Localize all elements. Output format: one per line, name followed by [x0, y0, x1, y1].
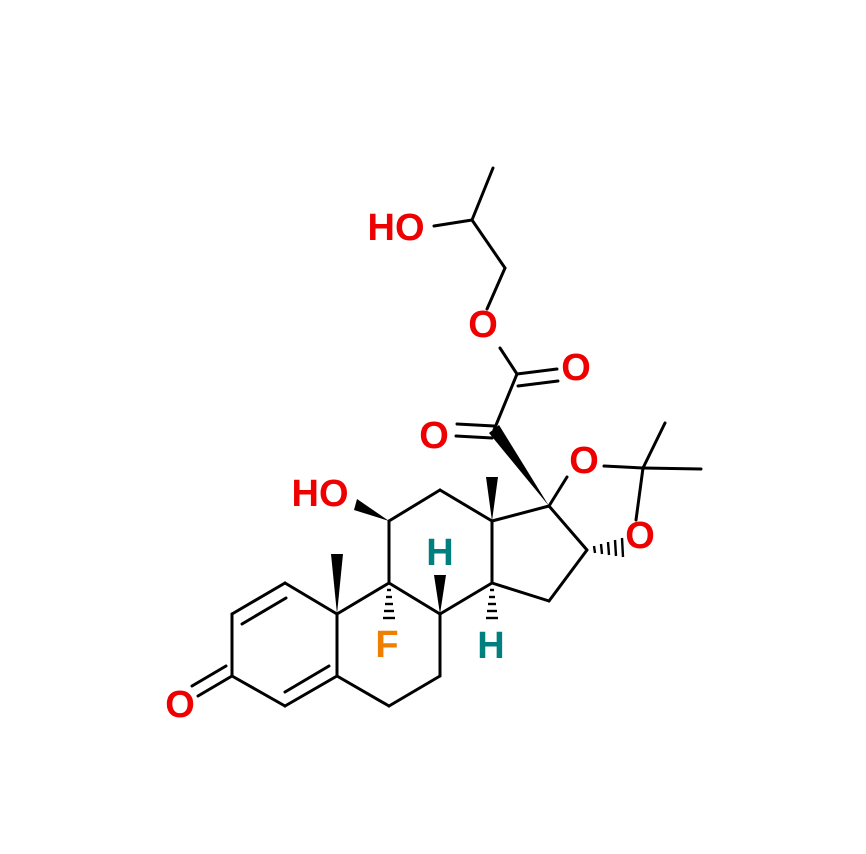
label-o-ester-carbonyl: O: [561, 347, 591, 389]
label-o-ester: O: [468, 304, 498, 346]
ring-d-bonds: [490, 504, 589, 603]
hash-c9-fluorine: [383, 588, 395, 620]
label-fluorine-9: F: [375, 624, 398, 666]
label-hydroxy-11: HO: [292, 473, 349, 515]
label-o-ketone-3: O: [165, 684, 195, 726]
label-hydroxy-side-chain: HO: [368, 207, 425, 249]
dioxolane-bonds: [547, 421, 703, 522]
hash-c14-hydrogen: [486, 588, 498, 620]
hash-c16-oxygen: [592, 537, 625, 558]
stereo-hashes: [383, 537, 625, 620]
wedge-c10-methyl: [331, 554, 343, 614]
wedge-c8-hydrogen: [434, 575, 446, 614]
wedge-c17-sidechain: [489, 425, 549, 506]
label-hydrogen-14: H: [477, 625, 504, 667]
wedge-c11-hydroxy: [354, 499, 389, 521]
atom-labels: O HO F H H O O O O O HO: [165, 207, 655, 726]
ring-b-bonds: [335, 581, 442, 708]
label-o-ring-17: O: [569, 440, 599, 482]
wedge-c13-methyl: [486, 477, 498, 521]
label-o-ring-16: O: [625, 515, 655, 557]
side-chain-bonds: [432, 166, 560, 440]
ring-c-bonds: [387, 488, 494, 616]
label-hydrogen-8: H: [426, 532, 453, 574]
label-o-ketone-20: O: [419, 415, 449, 457]
ring-a-bonds: [190, 581, 339, 708]
stereo-wedges: [331, 425, 549, 614]
